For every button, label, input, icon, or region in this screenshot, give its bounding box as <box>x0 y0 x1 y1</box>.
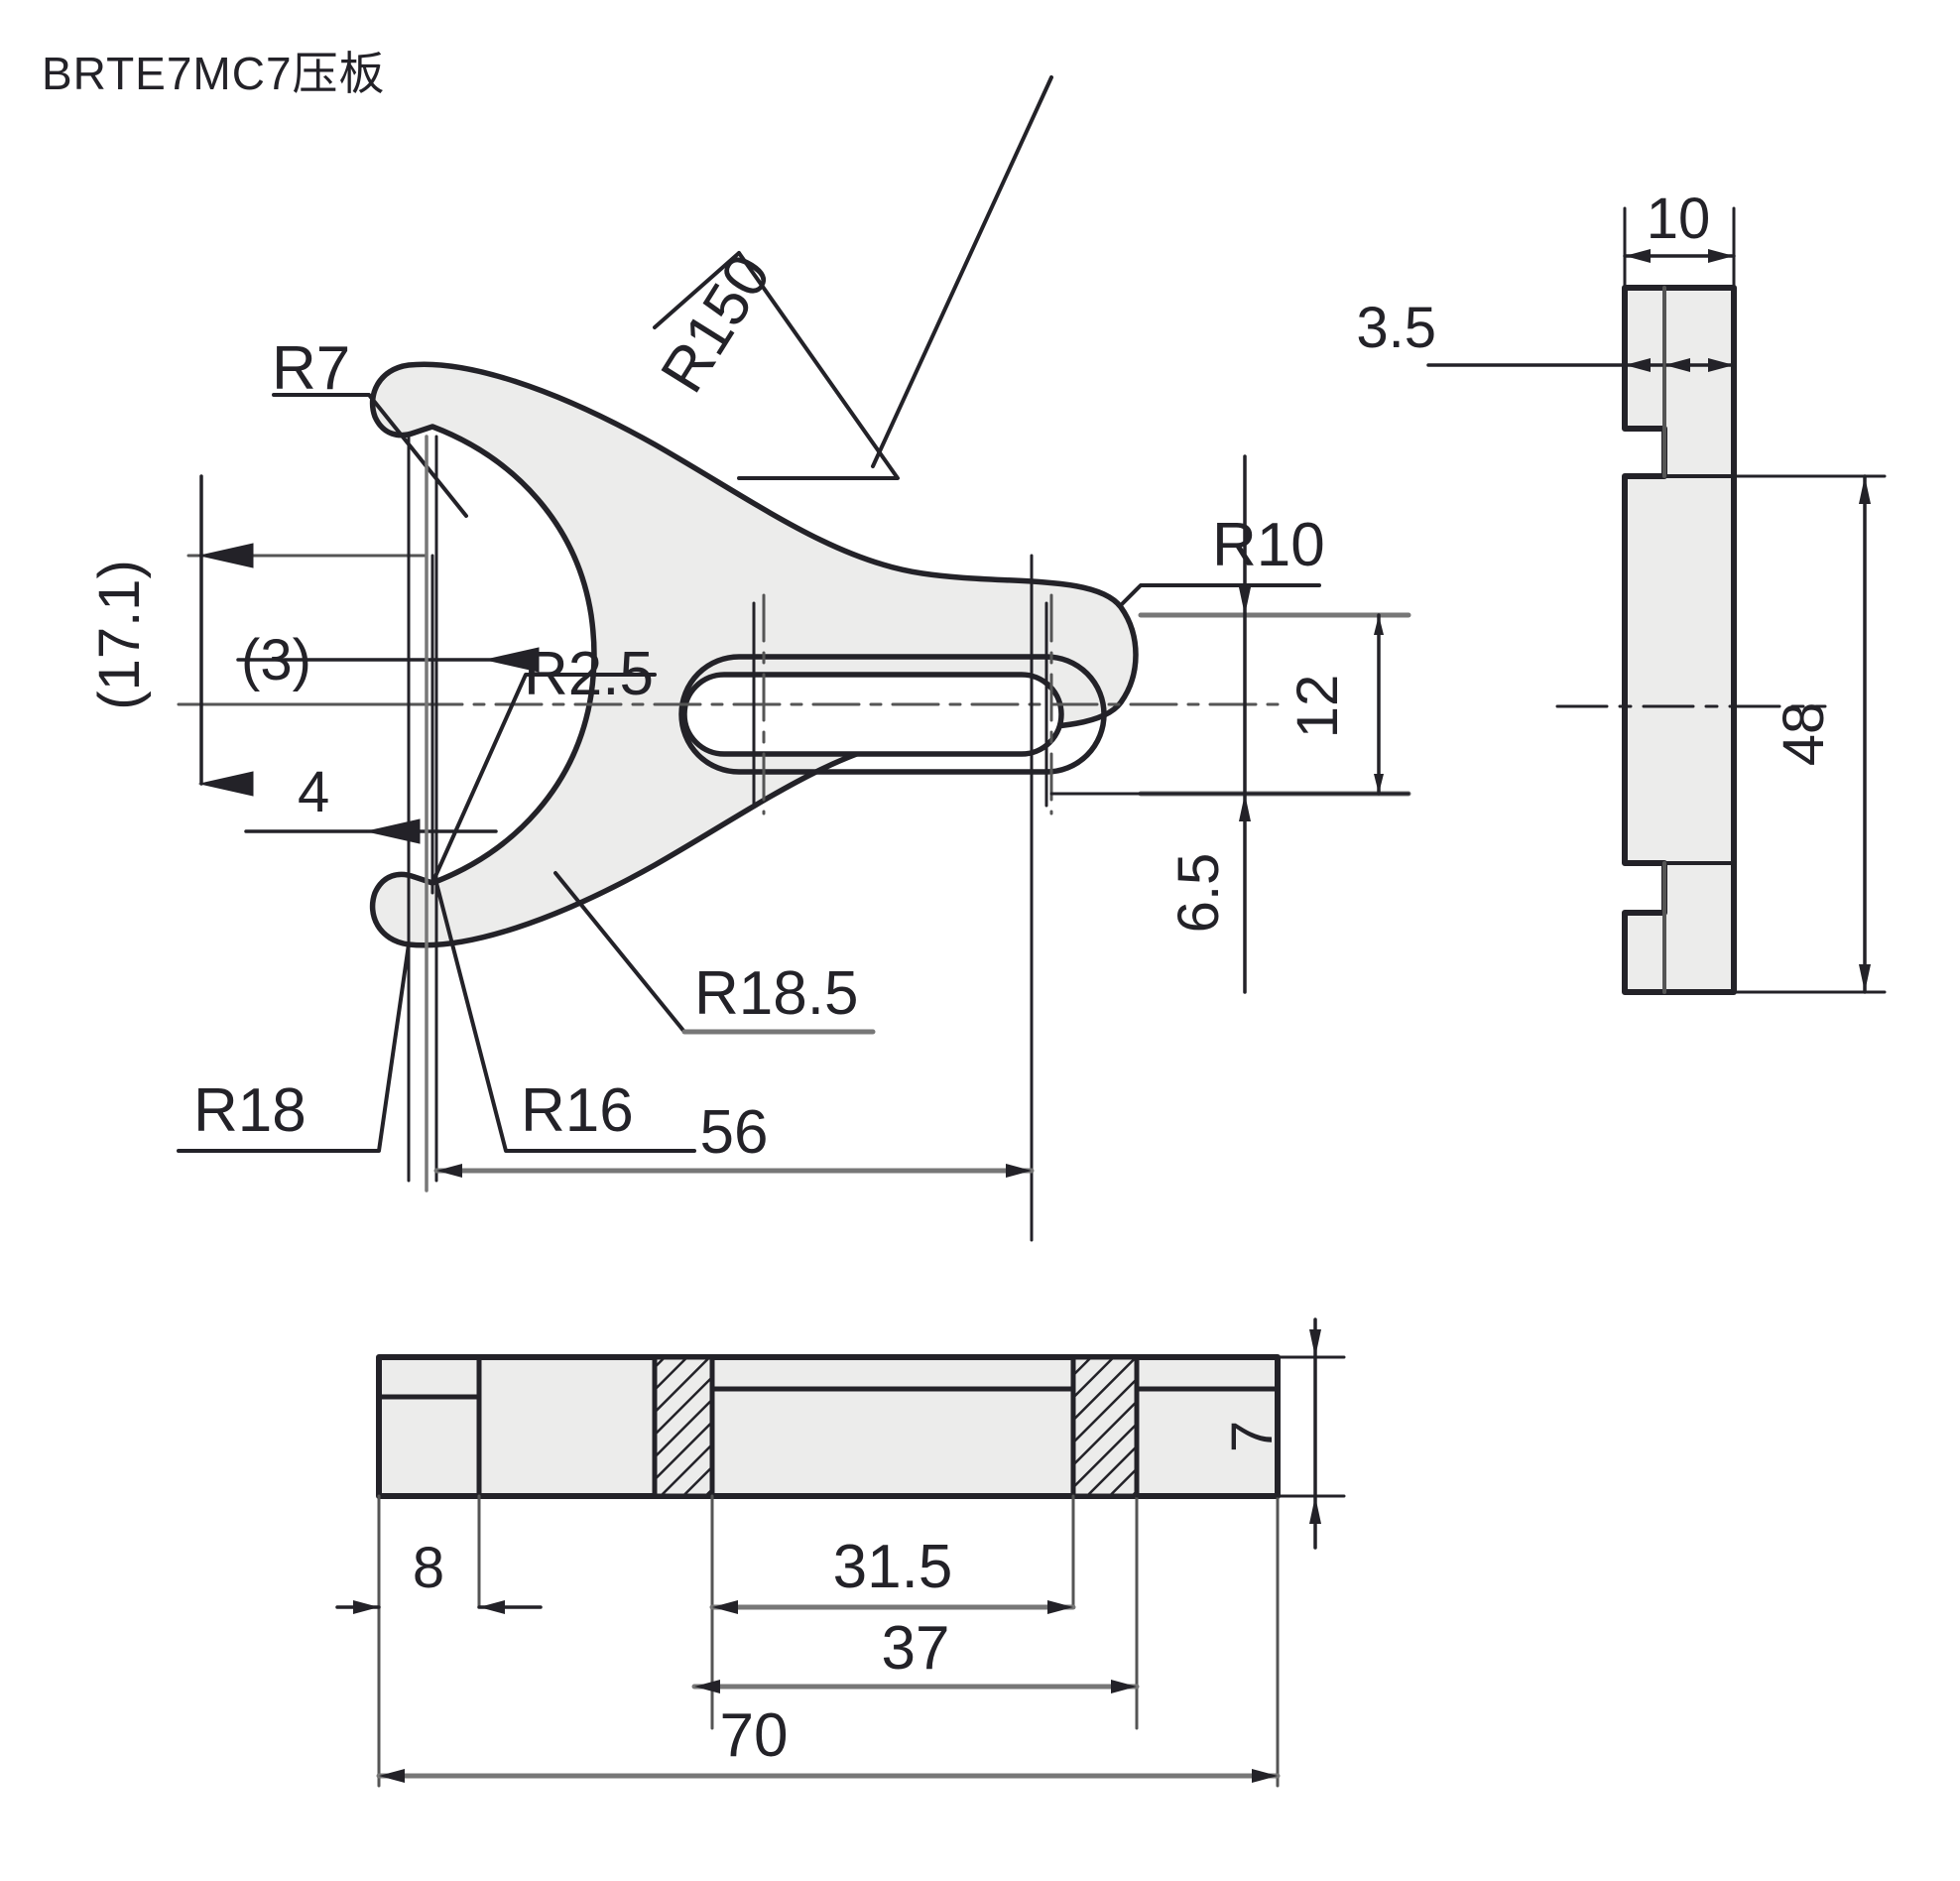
dim-r2-5 <box>430 673 657 885</box>
dim-r18 <box>177 942 411 1153</box>
label-6-5: 6.5 <box>1166 853 1231 934</box>
dim-r7 <box>272 393 468 518</box>
page-title: BRTE7MC7压板 <box>42 48 386 99</box>
dim-r150 <box>737 75 1053 480</box>
dim-r18-5 <box>553 871 876 1035</box>
label-7: 7 <box>1220 1421 1285 1452</box>
side-view-body <box>1622 285 1737 995</box>
r150-leader-arrow <box>653 251 741 329</box>
label-4: 4 <box>298 760 329 824</box>
label-17-1: (17.1) <box>87 560 152 710</box>
dim-70 <box>376 1769 1281 1783</box>
dim-7 <box>1135 1317 1346 1550</box>
dim-3-5 <box>1426 325 1736 478</box>
bottom-view-body <box>376 1354 1281 1499</box>
label-12: 12 <box>1286 675 1350 739</box>
label-r16: R16 <box>521 1076 634 1145</box>
label-70: 70 <box>720 1701 789 1770</box>
dim-48 <box>1732 474 1887 994</box>
dim-6-5 <box>1049 454 1410 994</box>
dim-10 <box>1623 206 1736 300</box>
label-56: 56 <box>700 1098 769 1167</box>
front-view-aux-centerlines <box>752 601 1048 808</box>
label-31-5: 31.5 <box>833 1533 953 1601</box>
dim-56 <box>433 1164 1035 1178</box>
dim-17-1 <box>186 474 429 797</box>
dim-r16 <box>434 881 696 1153</box>
label-3-5: 3.5 <box>1356 296 1436 360</box>
label-r2-5: R2.5 <box>524 640 654 708</box>
bottom-view-extension-lines <box>377 1494 1280 1788</box>
label-r18-5: R18.5 <box>694 959 858 1028</box>
label-37: 37 <box>882 1614 950 1683</box>
label-r18: R18 <box>193 1076 306 1145</box>
front-view-extension-lines <box>407 435 1034 1242</box>
label-48: 48 <box>1772 702 1836 767</box>
label-r7: R7 <box>272 334 350 403</box>
dim-r10 <box>1119 583 1321 607</box>
dim-8 <box>335 1600 543 1614</box>
dim-37 <box>691 1680 1140 1693</box>
label-r10: R10 <box>1212 511 1325 579</box>
label-3: (3) <box>241 628 311 692</box>
label-10: 10 <box>1647 187 1711 251</box>
label-r150: R150 <box>648 243 784 404</box>
label-8: 8 <box>413 1536 444 1600</box>
dim-31-5 <box>709 1600 1076 1614</box>
